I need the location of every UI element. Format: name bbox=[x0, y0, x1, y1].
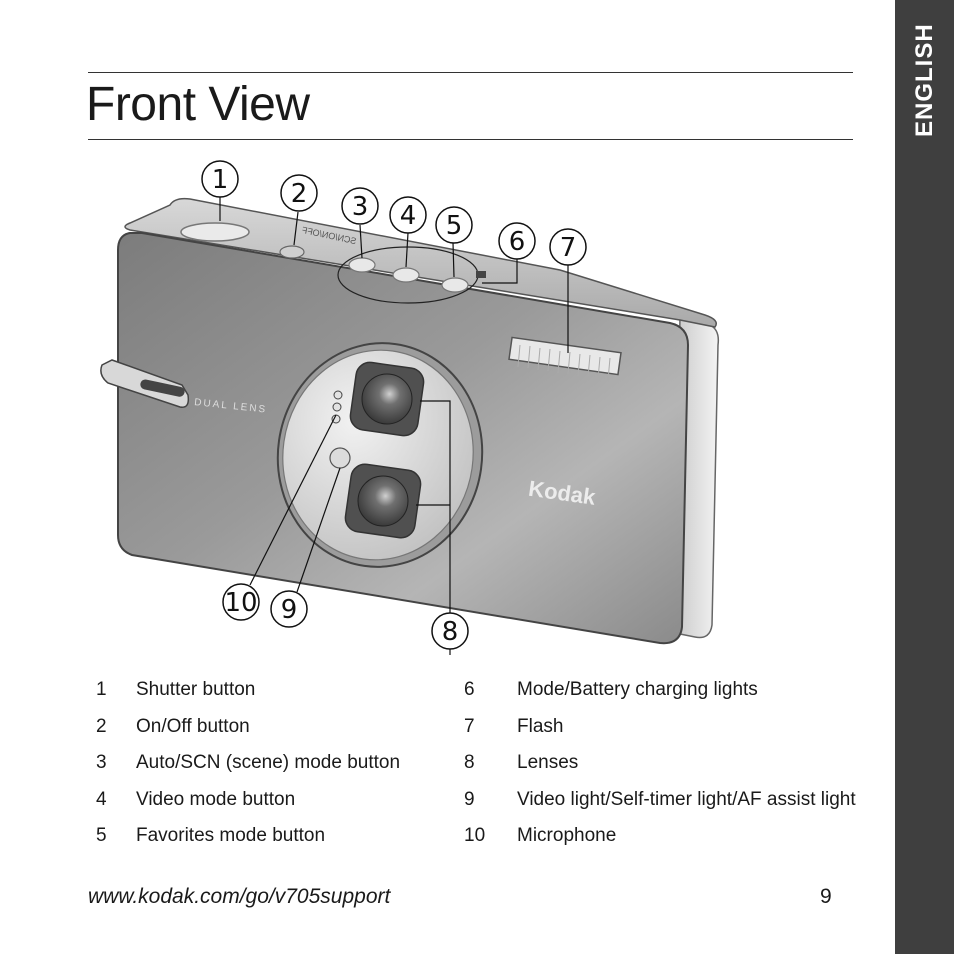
callout-number: 10 bbox=[224, 588, 257, 618]
legend-label: Video light/Self-timer light/AF assist l… bbox=[517, 789, 856, 810]
camera-front-view-illustration: SCN/ON/OFF DUAL LENS Kodak bbox=[100, 160, 720, 655]
legend-number: 3 bbox=[96, 752, 107, 773]
legend-label: On/Off button bbox=[136, 716, 250, 737]
legend-label: Flash bbox=[517, 716, 564, 737]
support-url-link[interactable]: www.kodak.com/go/v705support bbox=[88, 885, 391, 908]
legend-number: 5 bbox=[96, 825, 107, 846]
callout-number: 5 bbox=[446, 211, 463, 241]
microphone bbox=[331, 390, 343, 424]
legend-label: Lenses bbox=[517, 752, 579, 773]
callout-circle-10 bbox=[222, 583, 260, 621]
legend-label: Favorites mode button bbox=[136, 825, 326, 846]
shutter-button bbox=[180, 222, 250, 242]
lens-plate bbox=[282, 349, 474, 561]
callout-number: 3 bbox=[352, 192, 369, 222]
callout-circle-2 bbox=[280, 174, 318, 212]
callout-number: 8 bbox=[442, 617, 459, 647]
callout-circle-3 bbox=[341, 187, 379, 225]
lower-lens bbox=[357, 475, 409, 527]
legend-number: 8 bbox=[464, 752, 475, 773]
legend-number: 7 bbox=[464, 716, 475, 737]
legend-number: 9 bbox=[464, 789, 475, 810]
af-assist-light bbox=[329, 447, 351, 469]
title-rule-top bbox=[88, 72, 853, 73]
callout-number: 7 bbox=[560, 233, 577, 263]
callout-circle-7 bbox=[549, 228, 587, 266]
title-rule-bottom bbox=[88, 139, 853, 140]
callout-circle-8 bbox=[431, 612, 469, 650]
callout-circle-9 bbox=[270, 590, 308, 628]
flash-ridges bbox=[517, 344, 611, 381]
mode-indicator-light bbox=[476, 271, 486, 278]
legend-number: 2 bbox=[96, 716, 107, 737]
callout-circle-1 bbox=[201, 160, 239, 198]
on-off-button bbox=[279, 245, 305, 259]
strap-slot bbox=[140, 379, 185, 397]
callout-circle-5 bbox=[435, 206, 473, 244]
legend-label: Auto/SCN (scene) mode button bbox=[136, 752, 401, 773]
favorites-mode-button bbox=[441, 277, 469, 293]
callout-markers: 1 2 3 4 5 6 7 8 9 10 bbox=[201, 160, 587, 650]
auto-scn-button bbox=[348, 257, 376, 273]
legend-number: 10 bbox=[464, 825, 486, 846]
callout-circle-4 bbox=[389, 196, 427, 234]
legend-number: 1 bbox=[96, 679, 107, 700]
video-mode-button bbox=[392, 267, 420, 283]
page-title: Front View bbox=[86, 78, 310, 131]
legend-label: Mode/Battery charging lights bbox=[517, 679, 758, 700]
language-side-tab: ENGLISH bbox=[895, 0, 954, 954]
language-tab-label: ENGLISH bbox=[911, 23, 938, 137]
flash-window bbox=[508, 336, 622, 376]
legend-label: Shutter button bbox=[136, 679, 256, 700]
legend-label: Video mode button bbox=[136, 789, 296, 810]
legend-number: 4 bbox=[96, 789, 107, 810]
callout-number: 6 bbox=[509, 227, 526, 257]
parts-legend: 1 Shutter button 2 On/Off button 3 Auto/… bbox=[0, 672, 895, 852]
page-number: 9 bbox=[820, 885, 832, 908]
callout-number: 9 bbox=[281, 595, 298, 625]
upper-lens bbox=[361, 373, 413, 425]
callout-number: 2 bbox=[291, 179, 308, 209]
callout-number: 4 bbox=[400, 201, 417, 231]
legend-label: Microphone bbox=[517, 825, 617, 846]
callout-leaders bbox=[219, 197, 569, 655]
legend-number: 6 bbox=[464, 679, 475, 700]
callout-number: 1 bbox=[212, 165, 229, 195]
callout-circle-6 bbox=[498, 222, 536, 260]
